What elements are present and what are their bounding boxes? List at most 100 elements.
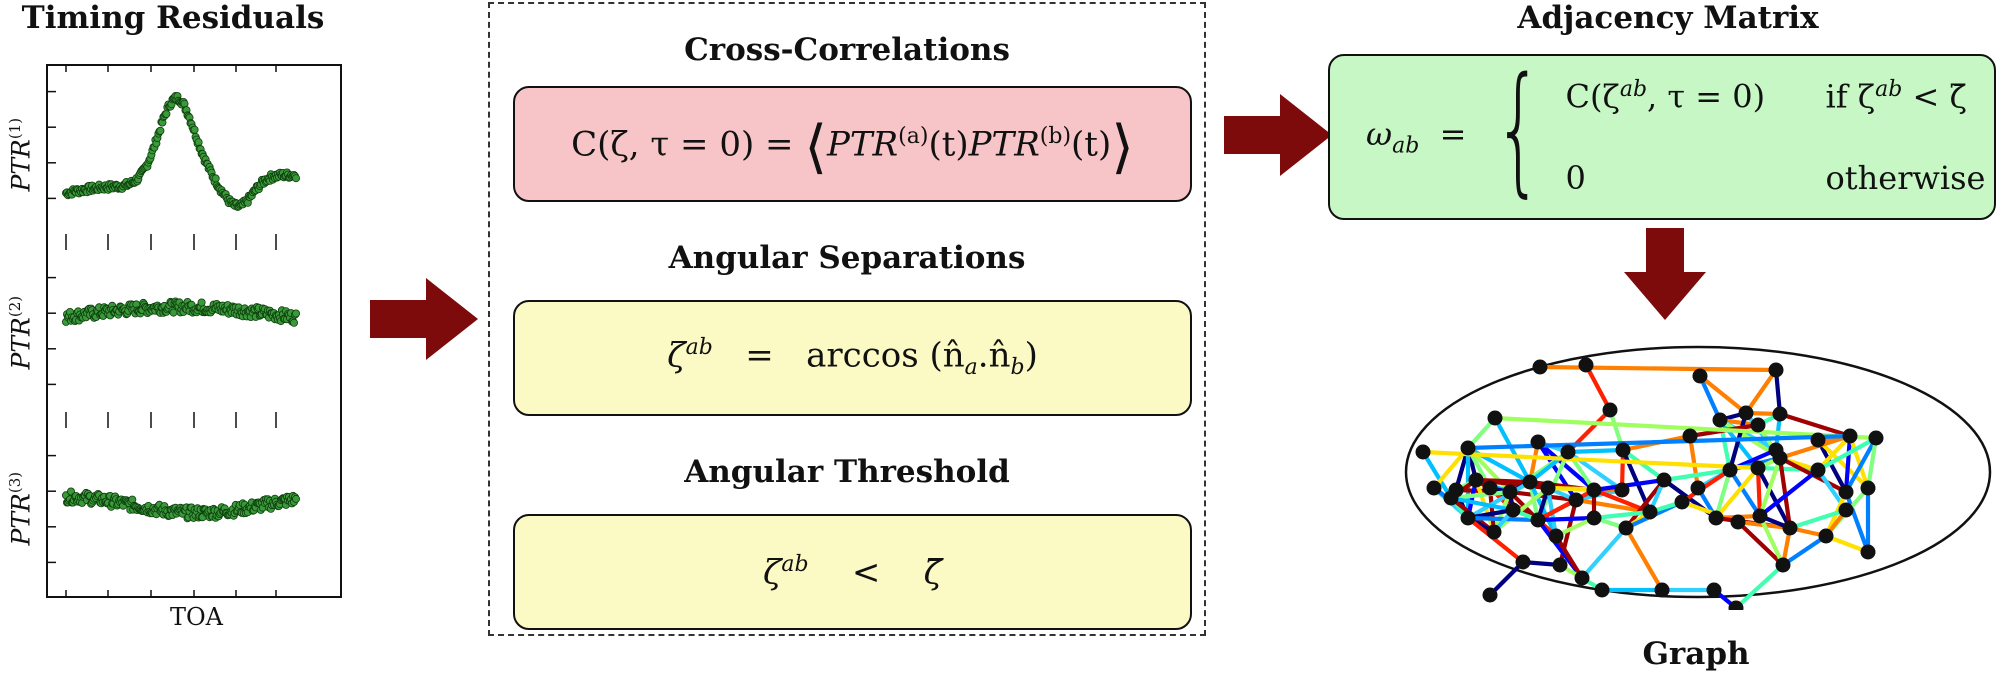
graph-edge	[1661, 467, 1733, 483]
graph-node	[1772, 406, 1788, 422]
graph-node	[1810, 432, 1826, 448]
graph-edge	[1553, 533, 1585, 581]
graph-drawing	[1404, 345, 1992, 610]
graph-edge	[1420, 449, 1454, 501]
graph-node	[1530, 434, 1546, 450]
graph-edge	[1815, 437, 1871, 491]
graph-node	[1615, 442, 1631, 458]
graph-edge	[1713, 465, 1761, 521]
graph-edge	[1787, 507, 1849, 531]
graph-edge	[1420, 449, 1761, 471]
graph-edge	[1448, 495, 1516, 513]
graph-edge	[1535, 439, 1597, 493]
graph-edge	[1727, 467, 1763, 519]
adjacency-lhs: ωab =	[1366, 115, 1467, 159]
residual-point	[291, 494, 300, 503]
adjacency-case2-condition: otherwise	[1825, 159, 1986, 198]
graph-edge	[1735, 519, 1786, 568]
residual-point	[289, 318, 298, 327]
graph-node	[1552, 557, 1568, 573]
adjacency-cases: C(ζab, τ = 0) if ζab < ζ̄ 0 otherwise	[1566, 77, 1986, 198]
graph-node	[1750, 417, 1766, 433]
angular-separation-box: ζab = arccos (n̂a.n̂b)	[513, 300, 1192, 416]
residual-point	[156, 126, 165, 135]
residual-point	[197, 298, 206, 307]
graph-edge	[1815, 437, 1849, 495]
residual-point	[162, 110, 171, 119]
graph-node	[1594, 582, 1610, 598]
residual-point	[180, 99, 189, 108]
graph-edge	[1537, 364, 1779, 373]
cross-correlation-equation: C(ζ, τ = 0) = ⟨PTR(a)(t)PTR(b)(t)⟩	[571, 112, 1134, 181]
graph-node	[1586, 510, 1602, 526]
graph-node	[1690, 480, 1706, 496]
graph-edge	[1620, 447, 1667, 483]
graph-node	[1486, 524, 1502, 540]
adjacency-case1-value: C(ζab, τ = 0)	[1565, 76, 1766, 116]
graph-node	[1775, 557, 1791, 573]
angular-threshold-box: ζab < ζ̄	[513, 514, 1192, 630]
graph-edge	[1507, 489, 1579, 503]
graph-edge	[1733, 562, 1786, 610]
graph-edge	[1591, 509, 1653, 521]
graph-edge	[1713, 467, 1733, 521]
graph-node	[1614, 482, 1630, 498]
graph-edge	[1777, 411, 1853, 439]
graph-node	[1782, 520, 1798, 536]
graph-edge	[1843, 433, 1853, 495]
residual-point	[194, 138, 203, 147]
graph-edge	[1492, 415, 1533, 485]
graph-node	[1656, 472, 1672, 488]
graph-node	[1460, 440, 1476, 456]
graph-edge	[1755, 465, 1793, 531]
adjacency-brace: {	[1494, 48, 1544, 211]
graph-node	[1818, 528, 1834, 544]
graph-node	[1722, 462, 1738, 478]
graph-edge	[1757, 467, 1821, 519]
graph-node	[1674, 494, 1690, 510]
graph-node	[1426, 480, 1442, 496]
arrow-down	[1624, 228, 1706, 320]
graph-edge	[1815, 435, 1879, 473]
residual-point	[291, 309, 300, 318]
graph-node	[1860, 480, 1876, 496]
graph-node	[1487, 410, 1503, 426]
graph-node	[1810, 462, 1826, 478]
cross-correlations-title: Cross-Correlations	[684, 32, 1010, 68]
cross-correlation-box: C(ζ, τ = 0) = ⟨PTR(a)(t)PTR(b)(t)⟩	[513, 86, 1192, 202]
residual-xlabel: TOA	[170, 603, 224, 631]
graph-node	[1654, 582, 1670, 598]
graph-node	[1548, 528, 1564, 544]
graph-node	[1642, 504, 1658, 520]
graph-edge	[1492, 415, 1879, 441]
graph-node	[1505, 502, 1521, 518]
graph-title: Graph	[1642, 636, 1750, 672]
graph-node	[1532, 359, 1548, 375]
graph-node	[1530, 512, 1546, 528]
residual-panel-1	[46, 64, 342, 246]
graph-edge	[1535, 487, 1597, 523]
graph-edge	[1583, 362, 1613, 413]
graph-edge	[1623, 477, 1667, 531]
residual-plots	[46, 64, 300, 598]
graph-edge	[1687, 433, 1701, 491]
graph-node	[1586, 482, 1602, 498]
residual-point	[291, 174, 300, 183]
graph-node	[1482, 480, 1498, 496]
graph-node	[1842, 428, 1858, 444]
graph-node	[1415, 444, 1431, 460]
adjacency-case1-condition: if ζab < ζ̄	[1825, 76, 1967, 116]
graph-edge	[1679, 467, 1733, 505]
graph-node	[1574, 570, 1590, 586]
graph-node	[1738, 405, 1754, 421]
graph-node	[1708, 510, 1724, 526]
graph-node	[1752, 508, 1768, 524]
residual-point	[169, 308, 178, 317]
graph-node	[1618, 520, 1634, 536]
graph-node	[1682, 428, 1698, 444]
graph-edge	[1697, 373, 1749, 416]
graph-edge	[1757, 513, 1786, 568]
graph-edge	[1697, 373, 1723, 423]
graph-node	[1468, 472, 1484, 488]
graph-node	[1692, 368, 1708, 384]
